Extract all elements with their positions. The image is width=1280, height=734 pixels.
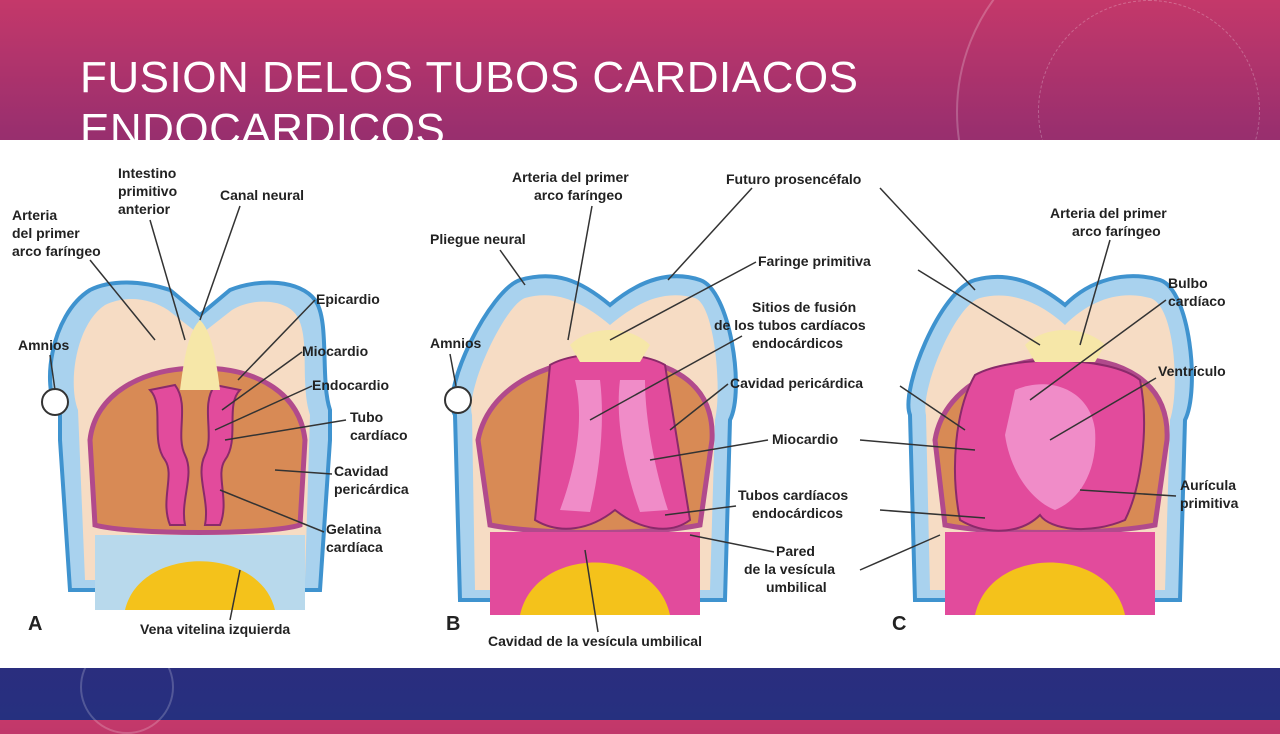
panel-a-label-gelatina-2: cardíaca	[326, 539, 383, 555]
panel-b-label-miocardio: Miocardio	[772, 431, 838, 447]
panel-a-label-canal-neural: Canal neural	[220, 187, 304, 203]
panel-b-label-pared-3: umbilical	[766, 579, 827, 595]
slide-title: FUSION DELOS TUBOS CARDIACOS ENDOCARDICO…	[80, 52, 1180, 140]
panel-a-label-intestino-2: primitivo	[118, 183, 177, 199]
panel-a-label-miocardio: Miocardio	[302, 343, 368, 359]
panel-b-label-sitios-1: Sitios de fusión	[752, 299, 856, 315]
embryo-diagram: A Intestino primitivo anterior Canal neu…	[0, 140, 1280, 668]
panel-a-label-arteria-1: Arteria	[12, 207, 57, 223]
panel-c-label-arteria-1: Arteria del primer	[1050, 205, 1167, 221]
panel-b-label-pared-2: de la vesícula	[744, 561, 835, 577]
panel-a-leader-lines	[49, 205, 347, 621]
panel-c-label-bulbo-2: cardíaco	[1168, 293, 1226, 309]
panel-c-label-auricula-2: primitiva	[1180, 495, 1239, 511]
panel-a-label-tubo-2: cardíaco	[350, 427, 408, 443]
panel-b-label-amnios: Amnios	[430, 335, 482, 351]
panel-b-heart-tubes	[533, 352, 692, 530]
panel-a-label-intestino-1: Intestino	[118, 165, 176, 181]
panel-b: B Arteria del primer arco faríngeo Plieg…	[430, 169, 871, 649]
panel-a-label-tubo-1: Tubo	[350, 409, 383, 425]
panel-a-label-vena: Vena vitelina izquierda	[140, 621, 290, 637]
panel-a-label-endocardio: Endocardio	[312, 377, 389, 393]
panel-b-label-sitios-3: endocárdicos	[752, 335, 843, 351]
panel-c-label-arteria-2: arco faríngeo	[1072, 223, 1161, 239]
panel-b-letter: B	[446, 613, 460, 635]
panel-a-yolk	[125, 561, 275, 610]
title-line-1: FUSION DELOS TUBOS CARDIACOS	[80, 53, 859, 102]
panel-b-label-faringe: Faringe primitiva	[758, 253, 871, 269]
panel-a-pericardial-cavity	[87, 365, 308, 535]
panel-a: A Intestino primitivo anterior Canal neu…	[12, 165, 409, 637]
panel-a-label-epicardio: Epicardio	[316, 291, 380, 307]
panel-b-label-futuro: Futuro prosencéfalo	[726, 171, 861, 187]
panel-c-foregut	[1025, 330, 1105, 362]
panel-c-letter: C	[892, 613, 906, 635]
panel-b-label-arteria-2: arco faríngeo	[534, 187, 623, 203]
panel-c: C Arteria del primer arco faríngeo Bulbo…	[859, 187, 1239, 635]
embryo-diagram-svg: A Intestino primitivo anterior Canal neu…	[12, 165, 1239, 649]
panel-b-label-cavidad: Cavidad pericárdica	[730, 375, 863, 391]
panel-a-heart-tube-right	[200, 383, 243, 526]
panel-a-label-intestino-3: anterior	[118, 201, 171, 217]
panel-a-label-cavidad-1: Cavidad	[334, 463, 388, 479]
title-line-2: ENDOCARDICOS	[80, 105, 446, 140]
panel-b-label-sitios-2: de los tubos cardíacos	[714, 317, 866, 333]
panel-c-label-auricula-1: Aurícula	[1180, 477, 1236, 493]
panel-b-label-tubos-1: Tubos cardíacos	[738, 487, 848, 503]
panel-a-label-arteria-3: arco faríngeo	[12, 243, 101, 259]
panel-a-foregut	[180, 320, 220, 390]
panel-b-yolk	[520, 562, 670, 615]
panel-a-amnios-ring	[41, 388, 69, 416]
panel-a-heart-tube-left	[147, 383, 190, 526]
panel-b-leader-lines	[449, 187, 775, 633]
panel-b-label-pliegue: Pliegue neural	[430, 231, 526, 247]
panel-c-leader-lines	[859, 187, 1177, 571]
panel-a-label-cavidad-2: pericárdica	[334, 481, 409, 497]
panel-b-label-arteria-1: Arteria del primer	[512, 169, 629, 185]
panel-c-label-ventriculo: Ventrículo	[1158, 363, 1226, 379]
panel-a-label-gelatina-1: Gelatina	[326, 521, 381, 537]
panel-a-letter: A	[28, 613, 42, 635]
title-area: FUSION DELOS TUBOS CARDIACOS ENDOCARDICO…	[0, 0, 1280, 140]
panel-a-label-arteria-2: del primer	[12, 225, 80, 241]
panel-a-label-amnios: Amnios	[18, 337, 70, 353]
panel-b-label-cavidad-vesicula: Cavidad de la vesícula umbilical	[488, 633, 702, 649]
panel-b-endocardial-tubes	[560, 380, 668, 512]
panel-c-label-bulbo-1: Bulbo	[1168, 275, 1208, 291]
panel-c-ventricle	[1005, 384, 1096, 510]
panel-b-amnios-ring	[444, 386, 472, 414]
panel-c-yolk	[975, 562, 1125, 615]
panel-b-label-pared-1: Pared	[776, 543, 815, 559]
panel-b-foregut	[570, 330, 650, 362]
panel-b-label-tubos-2: endocárdicos	[752, 505, 843, 521]
